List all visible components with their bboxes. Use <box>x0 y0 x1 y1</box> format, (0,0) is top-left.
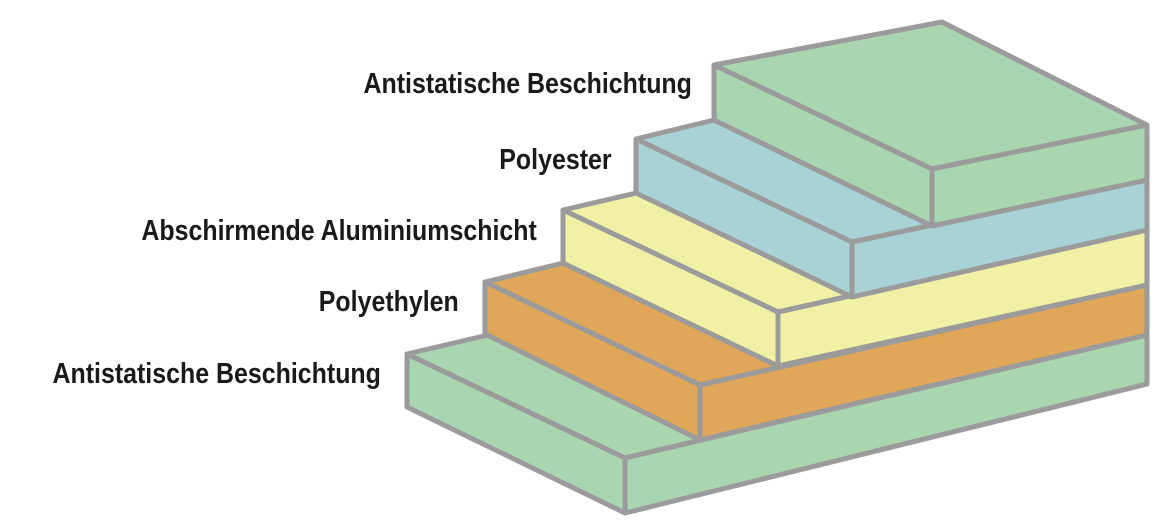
label-polyester: Polyester <box>499 144 612 176</box>
label-bottom-coating: Antistatische Beschichtung <box>52 358 381 390</box>
label-polyethylene: Polyethylen <box>319 286 459 318</box>
label-aluminium: Abschirmende Aluminiumschicht <box>141 215 537 247</box>
layer-top-coating-front-face <box>929 122 1150 229</box>
layer-top-coating <box>711 19 1150 229</box>
label-top-coating: Antistatische Beschichtung <box>363 68 692 100</box>
